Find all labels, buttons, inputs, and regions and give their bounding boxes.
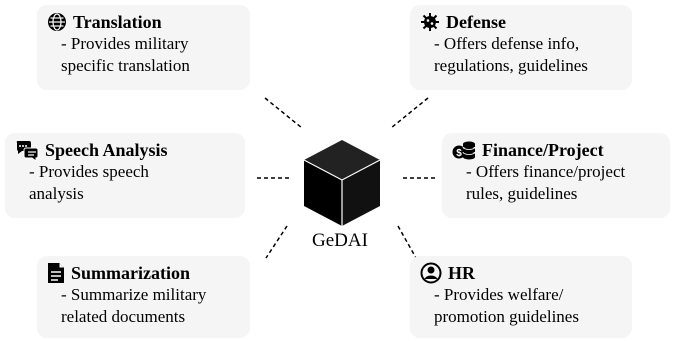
summarization-title: Summarization	[71, 263, 190, 283]
speech-analysis-title: Speech Analysis	[45, 140, 168, 160]
money-coins-icon: $	[452, 141, 476, 160]
center-label: GeDAI	[312, 230, 368, 251]
finance-project-card: $ Finance/Project - Offers finance/proje…	[442, 133, 670, 218]
connector-summarization	[265, 225, 288, 259]
cube-icon	[303, 140, 381, 226]
globe-icon	[48, 13, 66, 31]
virus-icon	[421, 13, 439, 31]
hr-card: HR - Provides welfare/ promotion guideli…	[410, 256, 632, 338]
connector-translation	[264, 97, 303, 129]
translation-desc: - Provides military specific translation	[61, 34, 190, 75]
speech-analysis-card: Speech Analysis - Provides speech analys…	[5, 133, 245, 218]
translation-card: Translation - Provides military specific…	[37, 5, 250, 90]
connector-defense	[390, 97, 429, 129]
speech-chat-icon	[16, 141, 39, 161]
connector-hr	[397, 225, 417, 259]
defense-title: Defense	[446, 12, 506, 32]
defense-desc: - Offers defense info, regulations, guid…	[434, 34, 588, 75]
svg-text:$: $	[456, 148, 462, 159]
finance-project-title: Finance/Project	[482, 140, 604, 160]
translation-title: Translation	[73, 12, 162, 32]
user-circle-icon	[420, 262, 442, 284]
speech-analysis-desc: - Provides speech analysis	[29, 162, 149, 203]
document-icon	[48, 263, 64, 283]
summarization-card: Summarization - Summarize military relat…	[37, 256, 250, 338]
hr-title: HR	[448, 263, 475, 283]
finance-project-desc: - Offers finance/project rules, guidelin…	[466, 162, 626, 203]
hr-desc: - Provides welfare/ promotion guidelines	[434, 285, 579, 326]
defense-card: Defense - Offers defense info, regulatio…	[410, 5, 632, 90]
summarization-desc: - Summarize military related documents	[61, 285, 207, 326]
